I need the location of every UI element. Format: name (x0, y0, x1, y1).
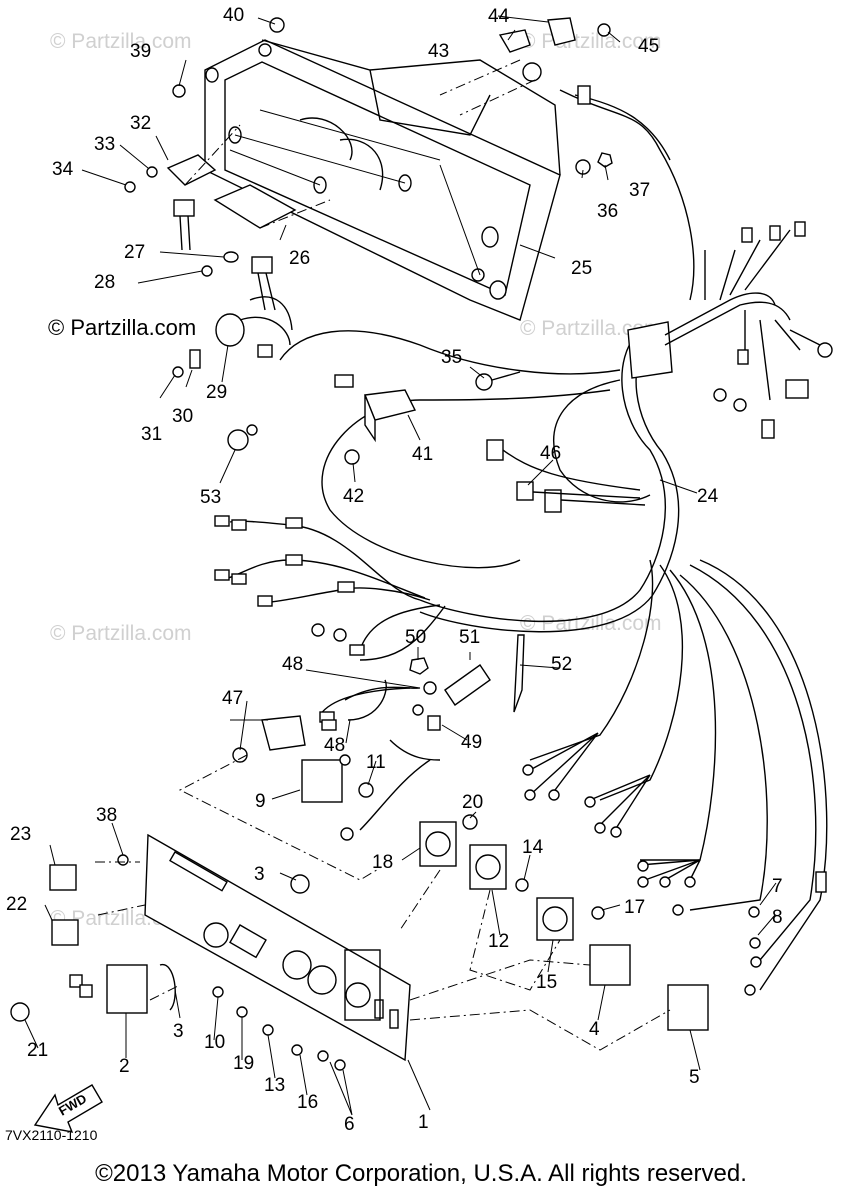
callout-24: 24 (697, 486, 719, 507)
callout-52: 52 (551, 654, 572, 675)
watermark-text: © Partzilla.com (520, 317, 662, 340)
callout-2: 2 (119, 1056, 130, 1077)
leader-lines (24, 15, 777, 1116)
callout-4: 4 (589, 1019, 600, 1040)
lower-components-drawing (10, 634, 761, 1071)
callout-9: 9 (255, 791, 266, 812)
callout-8: 8 (772, 907, 783, 928)
watermark-text: © Partzilla.com (50, 622, 192, 645)
callout-5: 5 (689, 1067, 700, 1088)
copyright-notice: ©2013 Yamaha Motor Corporation, U.S.A. A… (95, 1160, 747, 1187)
control-box-drawing (124, 17, 695, 321)
watermark-text: © Partzilla.com (50, 30, 192, 53)
callout-1: 1 (418, 1112, 429, 1133)
callout-14: 14 (522, 837, 544, 858)
fwd-arrow: FWD (33, 1084, 103, 1133)
callout-18: 18 (372, 852, 393, 873)
callout-28: 28 (94, 272, 115, 293)
callout-15: 15 (536, 972, 557, 993)
callout-16: 16 (297, 1092, 318, 1113)
callout-29: 29 (206, 382, 227, 403)
callout-48b: 48 (324, 735, 345, 756)
callout-19: 19 (233, 1053, 254, 1074)
callout-3b: 3 (173, 1021, 184, 1042)
callout-45: 45 (638, 36, 659, 57)
callout-46: 46 (540, 443, 561, 464)
callout-51: 51 (459, 627, 480, 648)
callout-41: 41 (412, 444, 433, 465)
callout-42: 42 (343, 486, 364, 507)
callout-53: 53 (200, 487, 221, 508)
callout-labels: 1 2 3 3 4 5 6 7 8 9 10 11 12 13 14 15 16… (6, 5, 783, 1135)
callout-34: 34 (52, 159, 74, 180)
callout-3: 3 (254, 864, 265, 885)
callout-25: 25 (571, 258, 592, 279)
callout-30: 30 (172, 406, 193, 427)
callout-17: 17 (624, 897, 645, 918)
wire-harness-drawing (172, 199, 833, 996)
callout-6: 6 (344, 1114, 355, 1135)
callout-22: 22 (6, 894, 27, 915)
callout-12: 12 (488, 931, 509, 952)
watermark-text: © Partzilla.com (48, 315, 196, 340)
callout-44: 44 (488, 6, 510, 27)
callout-13: 13 (264, 1075, 285, 1096)
callout-26: 26 (289, 248, 310, 269)
diagram-code: 7VX2110-1210 (5, 1127, 98, 1143)
callout-39: 39 (130, 41, 151, 62)
callout-37: 37 (629, 180, 650, 201)
callout-38: 38 (96, 805, 117, 826)
callout-27: 27 (124, 242, 145, 263)
callout-48: 48 (282, 654, 303, 675)
callout-40: 40 (223, 5, 244, 26)
callout-47: 47 (222, 688, 243, 709)
callout-10: 10 (204, 1032, 225, 1053)
callout-33: 33 (94, 134, 115, 155)
callout-32: 32 (130, 113, 151, 134)
callout-35: 35 (441, 347, 462, 368)
callout-50: 50 (405, 627, 426, 648)
callout-36: 36 (597, 201, 618, 222)
callout-43: 43 (428, 41, 449, 62)
callout-20: 20 (462, 792, 483, 813)
callout-23: 23 (10, 824, 31, 845)
watermark-text: © Partzilla.com (520, 612, 662, 635)
callout-11: 11 (366, 752, 386, 773)
callout-21: 21 (27, 1040, 48, 1061)
callout-49: 49 (461, 732, 482, 753)
callout-7: 7 (772, 876, 783, 897)
callout-31: 31 (141, 424, 162, 445)
